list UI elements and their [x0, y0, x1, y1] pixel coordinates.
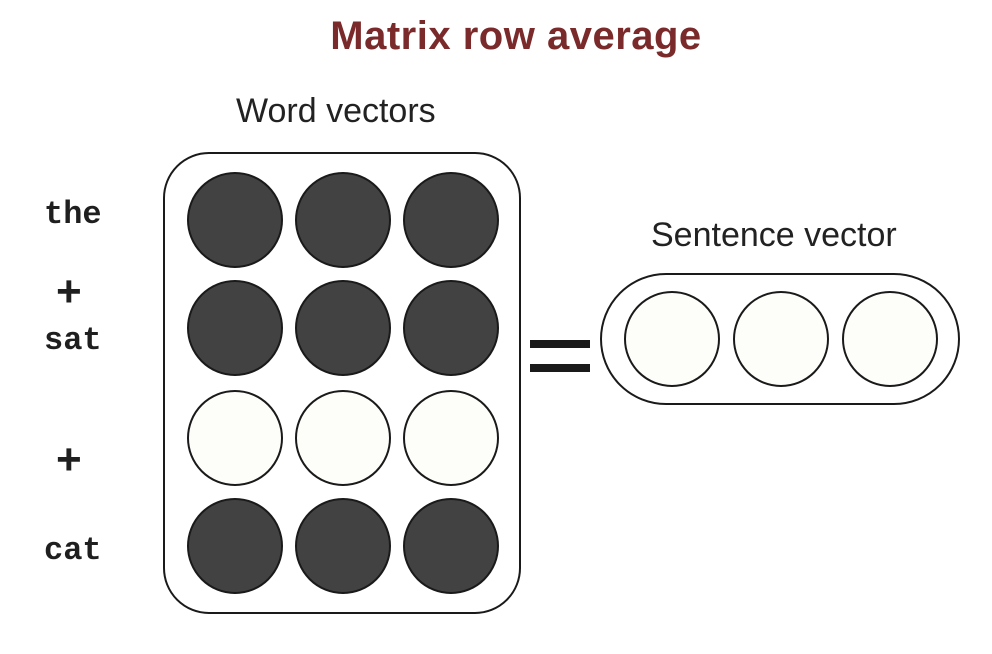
- word-vector-cell-r2-c1: [187, 280, 283, 376]
- word-vector-cell-r1-c1: [187, 172, 283, 268]
- word-vector-cell-r4-c2: [295, 498, 391, 594]
- equals-sign-top-bar: [530, 340, 590, 348]
- word-vector-cell-r4-c3: [403, 498, 499, 594]
- word-vectors-label: Word vectors: [236, 92, 436, 130]
- word-vector-cell-r3-c1: [187, 390, 283, 486]
- sentence-vector: [600, 273, 960, 405]
- word-vector-cell-r1-c3: [403, 172, 499, 268]
- word-vectors-matrix: [163, 152, 521, 614]
- sentence-vector-cell-1: [624, 291, 720, 387]
- equals-sign-bottom-bar: [530, 364, 590, 372]
- word-vector-cell-r3-c2: [295, 390, 391, 486]
- sentence-vector-cell-3: [842, 291, 938, 387]
- word-vector-cell-r3-c3: [403, 390, 499, 486]
- word-vector-cell-r1-c2: [295, 172, 391, 268]
- word-cat: cat: [44, 532, 102, 569]
- plus-operator-2: +: [56, 435, 82, 484]
- word-vector-cell-r4-c1: [187, 498, 283, 594]
- word-vector-cell-r2-c3: [403, 280, 499, 376]
- diagram-title: Matrix row average: [330, 14, 702, 58]
- word-sat: sat: [44, 322, 102, 359]
- plus-operator-1: +: [56, 267, 82, 316]
- sentence-vector-cell-2: [733, 291, 829, 387]
- word-the: the: [44, 196, 102, 233]
- sentence-vector-label: Sentence vector: [651, 216, 897, 254]
- word-vector-cell-r2-c2: [295, 280, 391, 376]
